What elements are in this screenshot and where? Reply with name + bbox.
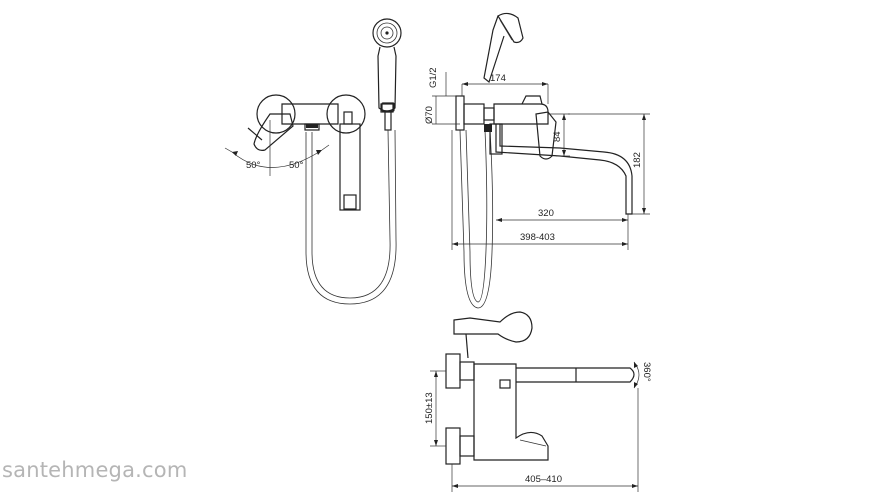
watermark: santehmega.com: [2, 458, 188, 482]
mixer-body-side: [484, 95, 633, 215]
center-distance-label: 150±13: [424, 392, 435, 424]
spout-rotation-arrow: [633, 361, 640, 389]
lever-top: [453, 311, 533, 359]
body-length-label: 174: [490, 73, 506, 84]
shower-holder: [381, 102, 395, 131]
mixer-body-top: [473, 363, 635, 461]
flange-diameter-label: Ø70: [424, 106, 435, 124]
lower-flange-top: [445, 427, 475, 465]
top-dimensions: [430, 370, 639, 492]
rotation-left-label: 50°: [246, 160, 261, 171]
side-dimensions: [432, 72, 650, 250]
shower-hose-side: [465, 129, 488, 303]
thread-label: G1/2: [428, 67, 439, 88]
body-height-label: 84: [552, 131, 563, 142]
front-view: 50° 50°: [224, 18, 402, 305]
bottom-length-label: 405–410: [525, 474, 562, 485]
spout-height-label: 182: [632, 152, 643, 168]
top-view: 360° 150±13 405–410: [424, 311, 652, 492]
upper-flange-top: [445, 353, 475, 389]
mixer-body-front: [247, 94, 366, 211]
rotation-arcs: [224, 120, 330, 176]
rotation-right-label: 50°: [289, 160, 304, 171]
side-view: G1/2 Ø70 174 84 182 320 398-403: [424, 12, 650, 309]
spout-rotation-label: 360°: [641, 362, 652, 382]
shower-head-side: [483, 12, 524, 84]
spout-length-label: 320: [538, 208, 554, 219]
shower-hose-front: [311, 129, 391, 299]
shower-head-front: [372, 18, 402, 113]
total-length-label: 398-403: [520, 232, 555, 243]
